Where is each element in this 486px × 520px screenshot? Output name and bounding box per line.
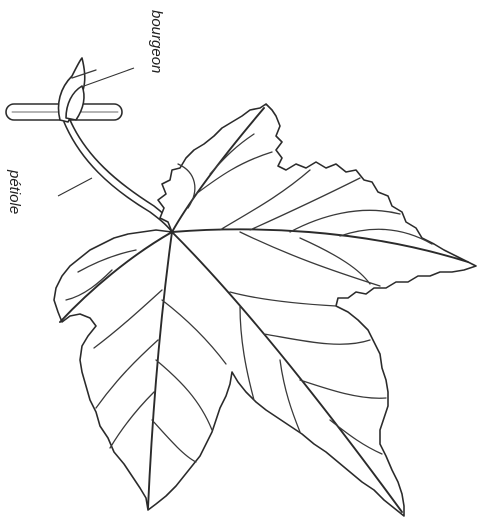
petiole-label: pétiole <box>6 169 23 214</box>
bud-label: bourgeon <box>148 10 165 73</box>
bud-leader-line <box>84 68 134 86</box>
petiole-edge <box>70 120 176 228</box>
leaf-blade <box>54 104 476 516</box>
petiole-leader-line <box>58 178 92 196</box>
